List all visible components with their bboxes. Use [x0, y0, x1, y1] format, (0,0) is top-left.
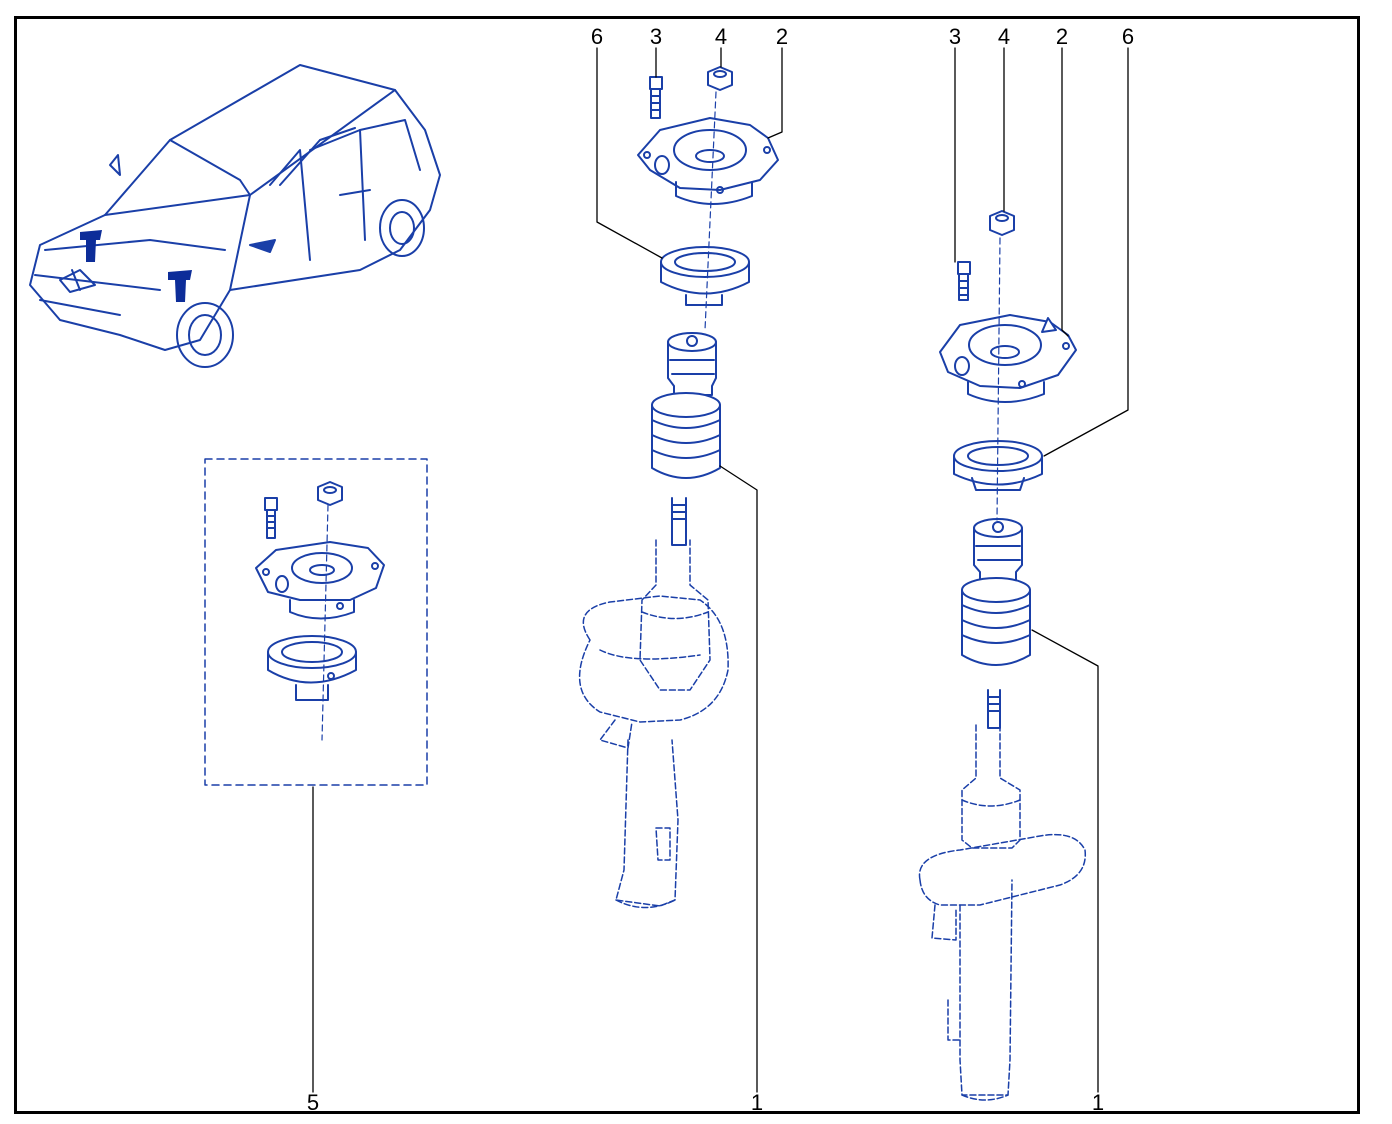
callout-6-right: 6 — [1122, 24, 1134, 49]
callout-1-left: 1 — [751, 1090, 763, 1115]
kit-box-icon — [204, 458, 428, 786]
callout-labels: 6 3 4 2 3 4 2 6 5 1 1 — [307, 24, 1134, 1115]
leader-lines — [312, 47, 1129, 1093]
car-icon — [29, 64, 441, 368]
strut-front-left-icon — [578, 66, 779, 909]
callout-1-right: 1 — [1092, 1090, 1104, 1115]
strut-position-markers — [80, 230, 192, 302]
callout-4-right: 4 — [998, 24, 1010, 49]
callout-5-kit: 5 — [307, 1090, 319, 1115]
callout-2-left: 2 — [776, 24, 788, 49]
callout-3-right: 3 — [949, 24, 961, 49]
callout-2-right: 2 — [1056, 24, 1068, 49]
diagram-frame — [14, 16, 1360, 1114]
strut-front-right-icon — [918, 210, 1087, 1101]
callout-4-left: 4 — [715, 24, 727, 49]
callout-6-left: 6 — [591, 24, 603, 49]
callout-3-left: 3 — [650, 24, 662, 49]
